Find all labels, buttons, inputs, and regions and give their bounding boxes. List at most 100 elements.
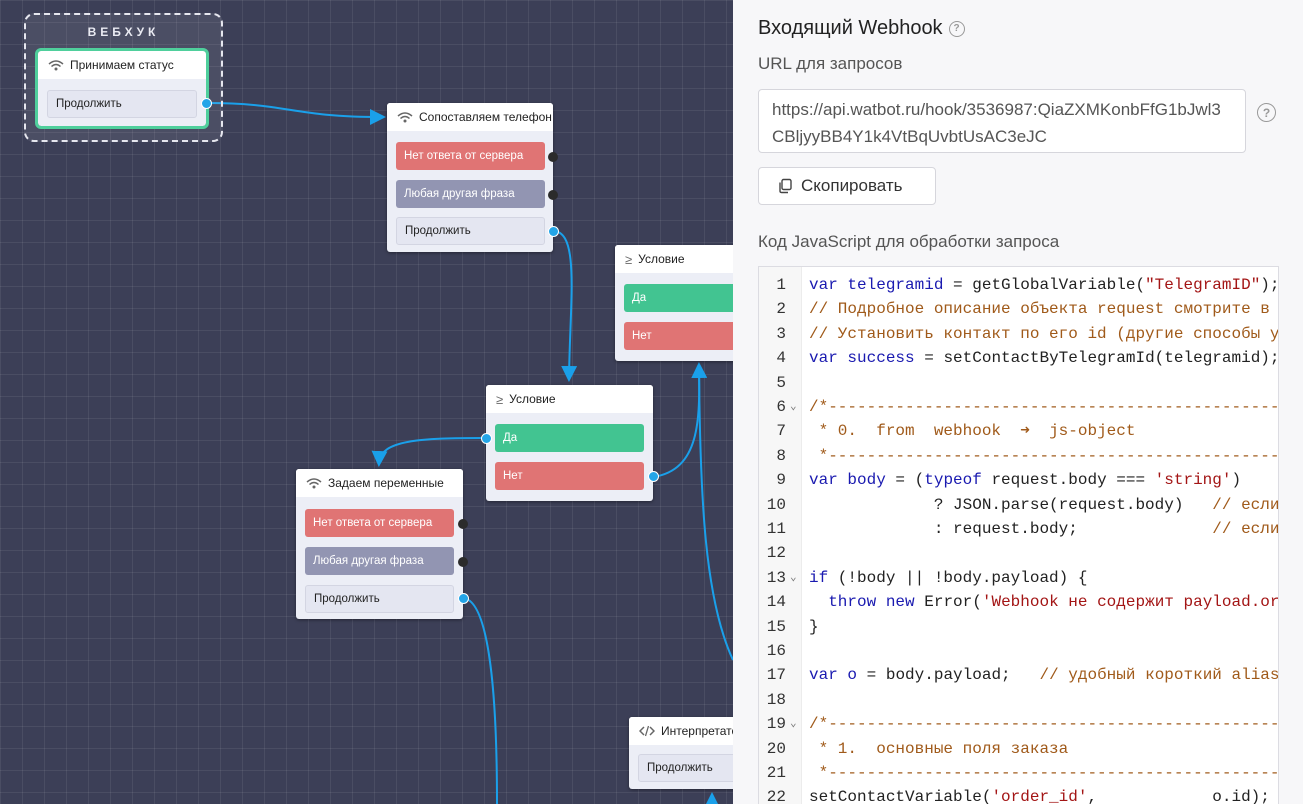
line-gutter [759,267,802,804]
fold-chevron-icon[interactable]: ⌄ [790,401,797,413]
wire-match-to-condition [552,230,578,382]
code-text: /*--------------------------------------… [809,398,1279,416]
copy-label: Скопировать [801,176,903,195]
connection-wires [205,102,733,804]
flow-canvas[interactable]: ВЕБХУК Принимаем статус Продолжить Сопос… [0,0,733,804]
fold-chevron-icon[interactable]: ⌄ [790,571,797,584]
wire-condition-yes-to-setvars [371,437,487,467]
code-text: var telegramid = getGlobalVariable("Tele… [809,276,1279,294]
panel-header: Входящий Webhook ? [758,17,965,40]
line-number: 5 [776,373,786,392]
line-number: 19 [766,715,786,734]
condition-icon: ≥ [625,251,633,267]
node-title: Условие [638,252,685,266]
code-text: /*--------------------------------------… [809,715,1279,734]
node-header: ≥ Условие [486,385,653,413]
code-text: * 1. основные поля заказа [809,739,1069,758]
output-port[interactable] [458,557,468,567]
any-phrase-button[interactable]: Любая другая фраза [396,180,545,208]
output-port[interactable] [548,226,559,237]
set-variables-node[interactable]: Задаем переменные Нет ответа от сервера … [296,469,469,619]
line-number: 17 [766,666,786,685]
no-button[interactable]: Нет [495,462,644,490]
panel-title: Входящий Webhook [758,17,943,39]
line-number: 20 [766,739,786,758]
code-text: // Подробное описание объекта request см… [809,300,1270,319]
input-port[interactable] [481,433,492,444]
line-number: 15 [766,617,786,636]
code-text: // Установить контакт по его id (другие … [809,324,1279,343]
continue-button[interactable]: Продолжить [638,754,733,782]
url-help-icon[interactable]: ? [1257,103,1276,122]
line-number: 7 [776,422,786,441]
code-text: var success = setContactByTelegramId(tel… [809,349,1279,368]
url-field[interactable]: https://api.watbot.ru/hook/3536987:QiaZX… [758,89,1246,153]
line-number: 16 [766,642,786,660]
node-title: Задаем переменные [328,476,444,490]
line-number: 4 [776,349,786,368]
line-number: 11 [766,520,786,538]
group-title: ВЕБХУК [87,25,160,39]
no-response-button[interactable]: Нет ответа от сервера [396,142,545,170]
code-text: throw new Error('Webhook не содержит pay… [828,593,1279,612]
line-number: 2 [776,300,786,319]
yes-button[interactable]: Да [495,424,644,452]
code-text: } [809,617,819,636]
node-header: Сопоставляем телефон [387,103,553,131]
code-text: *---------------------------------------… [809,764,1279,782]
output-port[interactable] [648,471,659,482]
help-icon[interactable]: ? [948,20,965,37]
line-number: 22 [766,788,786,804]
line-number: 12 [766,544,786,563]
output-port[interactable] [548,190,558,200]
node-header: Задаем переменные [296,469,463,497]
code-editor[interactable]: 1 var telegramid = getGlobalVariable("Tel… [758,266,1279,804]
continue-button[interactable]: Продолжить [305,585,454,613]
code-text: * 0. from webhook ➜ js-object [809,422,1136,441]
webhook-node[interactable]: Принимаем статус Продолжить [35,48,212,129]
node-title: Сопоставляем телефон [419,110,552,124]
line-number: 14 [766,593,786,612]
line-number: 6 [776,398,786,416]
output-port[interactable] [548,152,558,162]
node-title: Принимаем статус [70,58,174,72]
code-text: setContactVariable('order_id', o.id); [809,788,1270,804]
continue-button[interactable]: Продолжить [396,217,545,245]
condition-node[interactable]: ≥ Условие Да Нет [481,385,659,501]
output-port[interactable] [458,519,468,529]
line-number: 8 [776,446,786,465]
any-phrase-button[interactable]: Любая другая фраза [305,547,454,575]
code-text: ? JSON.parse(request.body) // если [809,495,1279,514]
line-number: 9 [776,471,786,490]
line-number: 1 [776,276,786,294]
no-button[interactable]: Нет [624,322,733,350]
yes-button[interactable]: Да [624,284,733,312]
node-title: Интерпретатор [661,724,733,738]
output-port[interactable] [201,98,212,109]
interpreter-node[interactable]: Интерпретатор Продолжить [629,717,733,789]
node-header: Принимаем статус [38,51,206,79]
output-port[interactable] [458,593,469,604]
webhook-icon [397,111,413,123]
copy-button[interactable]: Скопировать [758,167,936,205]
line-number: 10 [766,495,786,514]
continue-button[interactable]: Продолжить [47,90,197,118]
no-response-button[interactable]: Нет ответа от сервера [305,509,454,537]
code-text: : request.body; // если [809,520,1279,538]
condition-node-right[interactable]: ≥ Условие Да Нет [615,245,733,361]
fold-chevron-icon[interactable]: ⌄ [790,718,797,731]
code-text: if (!body || !body.payload) { [809,568,1088,587]
match-phone-node[interactable]: Сопоставляем телефон Нет ответа от серве… [387,103,559,252]
line-number: 21 [766,764,786,782]
condition-icon: ≥ [496,391,504,407]
code-icon [639,725,655,737]
wire-setvars-down [462,597,498,804]
code-text: var o = body.payload; // удобный коротки… [809,666,1279,685]
webhook-icon [48,59,64,71]
code-text: *---------------------------------------… [809,446,1279,465]
line-number: 13 [766,568,786,587]
wire-webhook-to-match [205,102,386,125]
copy-icon [777,178,793,194]
wire-right-down [698,365,733,661]
webhook-settings-panel: Входящий Webhook ? URL для запросов http… [733,0,1303,804]
